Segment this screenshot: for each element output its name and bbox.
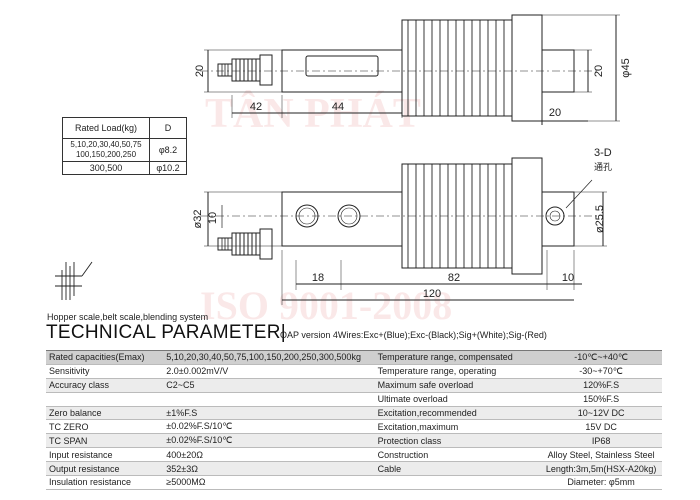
dim-top-bottom-right: 20	[549, 107, 561, 119]
spec-cell: ±0.02%F.S/10℃	[163, 419, 375, 435]
spec-cell: Alloy Steel, Stainless Steel	[540, 447, 662, 463]
spec-cell: Zero balance	[46, 406, 164, 421]
spec-cell: -30~+70℃	[540, 364, 662, 379]
wiring-note: OAP version 4Wires:Exc+(Blue);Exc-(Black…	[280, 330, 547, 340]
technical-drawing: 20 42 44 20 20 φ45 ø32 10 18 82 10 120 ø…	[55, 14, 632, 305]
dim-side-10: 10	[207, 212, 219, 224]
spec-cell: 120%F.S	[540, 378, 662, 393]
dim-side-10-right: 10	[562, 272, 574, 284]
spec-cell: Ultimate overload	[374, 392, 541, 407]
technical-parameter-title: TECHNICAL PARAMETER|	[46, 322, 287, 343]
spec-cell	[163, 392, 375, 407]
spec-cell: 400±20Ω	[163, 447, 375, 463]
spec-cell	[374, 475, 541, 490]
dim-top-diameter: φ45	[620, 58, 632, 77]
dim-top-height-left: 20	[194, 65, 206, 77]
dim-top-44: 44	[332, 101, 344, 113]
table-row: Rated Load(kg) D	[62, 117, 187, 139]
table-row: 5,10,20,30,40,50,75 100,150,200,250 φ8.2	[62, 138, 187, 162]
dim-side-diameter-32: ø32	[192, 210, 204, 229]
spec-cell: 352±3Ω	[163, 461, 375, 477]
spec-cell: Temperature range, operating	[374, 364, 541, 379]
spec-cell: Input resistance	[46, 447, 164, 463]
spec-cell: IP68	[540, 433, 662, 449]
spec-cell: C2~C5	[163, 378, 375, 393]
spec-cell: Diameter: φ5mm	[540, 475, 662, 490]
spec-cell: Protection class	[374, 433, 541, 449]
rated-load-table: Rated Load(kg) D 5,10,20,30,40,50,75 100…	[62, 117, 187, 175]
load-cell: φ10.2	[149, 161, 187, 175]
load-cell: 300,500	[62, 161, 150, 175]
side-body	[281, 191, 403, 247]
hole-note: 通孔	[594, 162, 612, 173]
spec-cell: Rated capacities(Emax)	[46, 350, 164, 365]
spec-cell: Accuracy class	[46, 378, 164, 393]
spec-table: Rated capacities(Emax)5,10,20,30,40,50,7…	[46, 350, 662, 490]
table-row: Rated capacities(Emax)5,10,20,30,40,50,7…	[46, 350, 662, 365]
spec-cell: Sensitivity	[46, 364, 164, 379]
dim-side-diameter-25: ø25.5	[594, 205, 606, 233]
spec-cell: Length:3m,5m(HSX-A20kg)	[540, 461, 662, 477]
load-header-d: D	[149, 117, 187, 139]
spec-cell: 150%F.S	[540, 392, 662, 407]
application-subtitle: Hopper scale,belt scale,blending system	[47, 312, 209, 322]
dim-top-height-right: 20	[593, 65, 605, 77]
spec-cell: ≥5000MΩ	[163, 475, 375, 490]
load-cell: 5,10,20,30,40,50,75 100,150,200,250	[62, 138, 150, 162]
dim-side-120: 120	[423, 288, 441, 300]
spec-cell: ±1%F.S	[163, 406, 375, 421]
side-end-block	[541, 191, 575, 247]
spec-cell: -10℃~+40℃	[540, 350, 662, 365]
spec-cell	[46, 392, 164, 407]
spec-cell: 5,10,20,30,40,50,75,100,150,200,250,300,…	[163, 350, 375, 365]
spec-cell: Cable	[374, 461, 541, 477]
spec-cell: Temperature range, compensated	[374, 350, 541, 365]
table-row: Insulation resistance≥5000MΩ Diameter: φ5…	[46, 475, 662, 490]
spec-cell: Excitation,maximum	[374, 419, 541, 435]
spec-cell: Maximum safe overload	[374, 378, 541, 393]
dim-top-42: 42	[250, 101, 262, 113]
dim-side-18: 18	[312, 272, 324, 284]
spec-cell: TC SPAN	[46, 433, 164, 449]
wiring-schematic-icon	[55, 261, 93, 300]
spec-cell: Output resistance	[46, 461, 164, 477]
dim-side-82: 82	[448, 272, 460, 284]
spec-cell: Construction	[374, 447, 541, 463]
spec-cell: TC ZERO	[46, 419, 164, 435]
spec-cell: 10~12V DC	[540, 406, 662, 421]
spec-cell: Insulation resistance	[46, 475, 164, 490]
top-bellows	[401, 19, 513, 117]
spec-cell: ±0.02%F.S/10℃	[163, 433, 375, 449]
spec-cell: 15V DC	[540, 419, 662, 435]
spec-cell: 2.0±0.002mV/V	[163, 364, 375, 379]
hole-label: 3-D	[594, 147, 612, 159]
load-cell: φ8.2	[149, 138, 187, 162]
load-header-capacity: Rated Load(kg)	[62, 117, 150, 139]
table-row: 300,500 φ10.2	[62, 161, 187, 175]
spec-cell: Excitation,recommended	[374, 406, 541, 421]
